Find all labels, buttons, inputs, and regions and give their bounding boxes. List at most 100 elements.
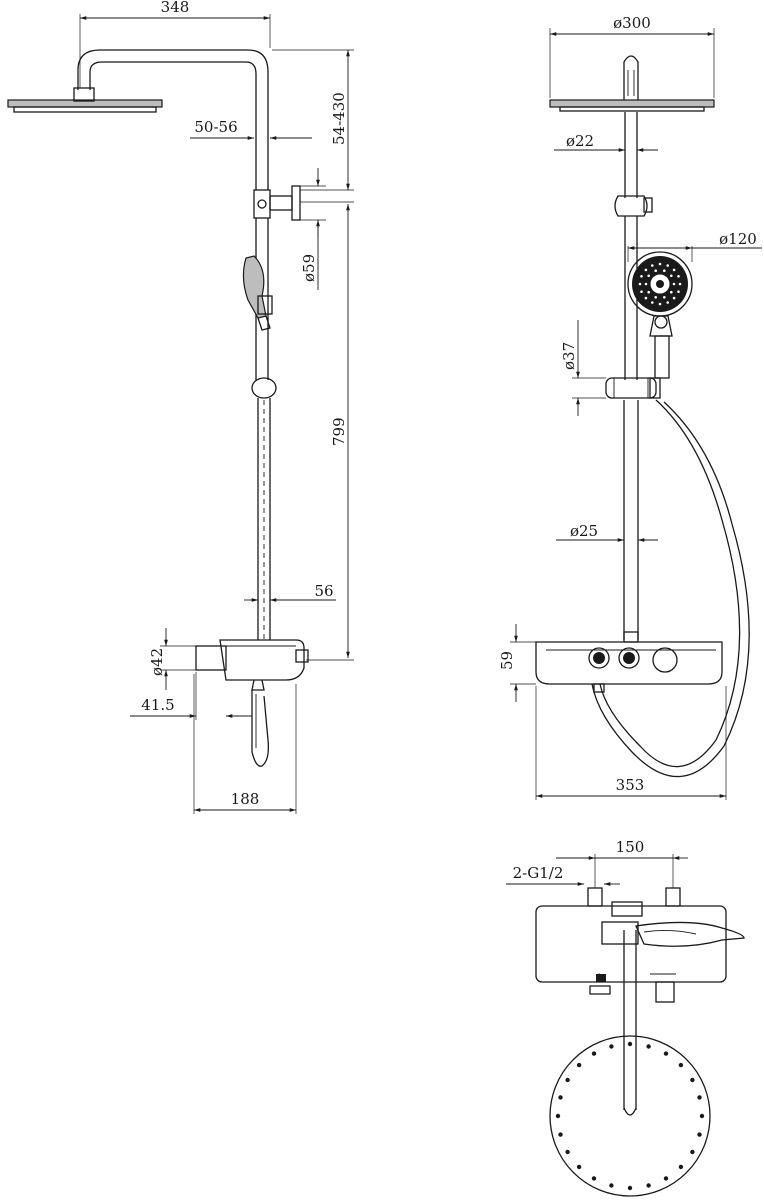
nozzle-dot	[576, 1164, 582, 1170]
dim-rail-diameter: ø25	[556, 522, 658, 542]
dim-slider-diameter: ø37	[560, 320, 606, 416]
nozzle-dot	[565, 1077, 570, 1083]
nozzle-dot	[638, 282, 642, 286]
dim-head-diameter: ø300	[549, 14, 715, 98]
side-spout	[251, 690, 270, 767]
nozzle-dot	[651, 301, 654, 304]
dim-rail-offset-label: 56	[314, 582, 333, 600]
nozzle-dot	[699, 1113, 705, 1119]
front-slider	[605, 377, 661, 399]
side-hand-shower	[242, 255, 273, 331]
front-overhead-shower-head	[549, 55, 715, 112]
dim-inlet-thread-label: 2-G1/2	[513, 864, 564, 882]
dim-arm-width: 348	[79, 0, 271, 88]
top-inlets	[587, 887, 681, 907]
dim-pipe-diameter: ø22	[554, 132, 658, 152]
dim-wall-offset: 50-56	[190, 118, 312, 140]
dim-rail-length: 799	[300, 201, 354, 661]
nozzle-dot	[591, 1051, 597, 1056]
nozzle-dot	[644, 282, 648, 286]
nozzle-dot	[663, 1051, 669, 1056]
nozzle-dot	[677, 290, 680, 294]
nozzle-dot	[640, 290, 643, 294]
top-pipe	[623, 930, 637, 1116]
nozzle-dot	[558, 1095, 563, 1100]
front-view: ø300 ø22 ø120 ø37 ø25	[498, 14, 762, 800]
nozzle-dot	[646, 1183, 651, 1188]
dim-shelf-width: 353	[535, 686, 727, 800]
nozzle-dot	[565, 1149, 570, 1155]
side-shower-arm	[77, 49, 269, 190]
top-valve-body: ▲	[535, 901, 745, 1003]
nozzle-dot	[678, 1164, 684, 1170]
nozzle-dot	[651, 264, 654, 267]
front-thermostat-shelf	[535, 631, 723, 693]
top-overhead-nozzles	[555, 1041, 705, 1191]
nozzle-dot	[558, 1132, 563, 1137]
dim-rail-length-label: 799	[330, 417, 348, 446]
nozzle-dot	[663, 1176, 669, 1181]
dim-pipe-diameter-label: ø22	[566, 132, 594, 150]
nozzle-dot	[678, 1062, 684, 1068]
nozzle-dot	[658, 302, 662, 306]
dim-handshower-diameter: ø120	[627, 230, 762, 262]
front-hose	[591, 399, 750, 778]
side-rail	[257, 398, 271, 640]
nozzle-dot	[658, 262, 662, 266]
front-wall-bracket	[614, 195, 653, 217]
dim-rail-offset: 56	[244, 582, 336, 602]
dim-bracket-diameter-label: ø59	[300, 254, 318, 282]
nozzle-dot	[647, 290, 650, 294]
dim-arm-width-label: 348	[161, 0, 190, 16]
side-wall-bracket	[253, 185, 301, 221]
dim-shelf-height: 59	[498, 624, 536, 702]
nozzle-dot	[666, 264, 669, 267]
nozzle-dot	[690, 1077, 695, 1083]
side-overhead-shower-head	[7, 87, 163, 113]
nozzle-dot	[672, 268, 676, 272]
nozzle-dot	[670, 290, 673, 294]
front-hand-shower-nozzles	[638, 262, 682, 306]
dim-inlet-thread: 2-G1/2	[506, 864, 620, 886]
dim-outlet-projection-label: 41.5	[141, 696, 174, 714]
nozzle-dot	[690, 1149, 695, 1155]
dim-head-diameter-label: ø300	[613, 14, 651, 32]
dim-wall-offset-label: 50-56	[194, 118, 237, 136]
nozzle-dot	[644, 268, 648, 272]
nozzle-dot	[646, 1044, 651, 1049]
nozzle-dot	[672, 296, 676, 300]
nozzle-dot	[627, 1185, 633, 1191]
top-overhead-shower-head	[549, 1035, 711, 1197]
side-view: 348 54-430 50-56 ø59 799	[7, 0, 354, 814]
dim-arm-height-label: 54-430	[330, 92, 348, 145]
nozzle-dot	[576, 1062, 582, 1068]
nozzle-dot	[640, 275, 643, 278]
nozzle-dot	[609, 1183, 614, 1188]
svg-text:▲: ▲	[596, 971, 603, 980]
side-slider	[251, 377, 277, 399]
side-thermostat-shelf	[195, 639, 309, 691]
nozzle-dot	[666, 301, 669, 304]
dim-shelf-height-label: 59	[498, 651, 516, 670]
nozzle-dot	[647, 274, 650, 278]
nozzle-dot	[555, 1113, 561, 1119]
dim-bracket-diameter: ø59	[300, 168, 326, 290]
dim-shelf-depth-label: 188	[231, 790, 260, 808]
dim-outlet-diameter-label: ø42	[148, 648, 166, 676]
nozzle-dot	[697, 1132, 702, 1137]
nozzle-dot	[627, 1041, 633, 1047]
nozzle-dot	[663, 296, 666, 299]
nozzle-dot	[672, 282, 676, 286]
nozzle-dot	[654, 269, 657, 273]
nozzle-dot	[677, 275, 680, 278]
front-rail	[623, 250, 639, 640]
dim-slider-diameter-label: ø37	[560, 342, 578, 370]
dim-arm-height: 54-430	[272, 49, 354, 191]
top-view: ▲ 150 2-G1/2	[506, 838, 745, 1197]
nozzle-dot	[663, 269, 666, 273]
dim-shelf-depth: 188	[193, 674, 297, 814]
dim-handshower-diameter-label: ø120	[719, 230, 757, 248]
dim-rail-diameter-label: ø25	[570, 522, 598, 540]
nozzle-dot	[678, 282, 682, 286]
